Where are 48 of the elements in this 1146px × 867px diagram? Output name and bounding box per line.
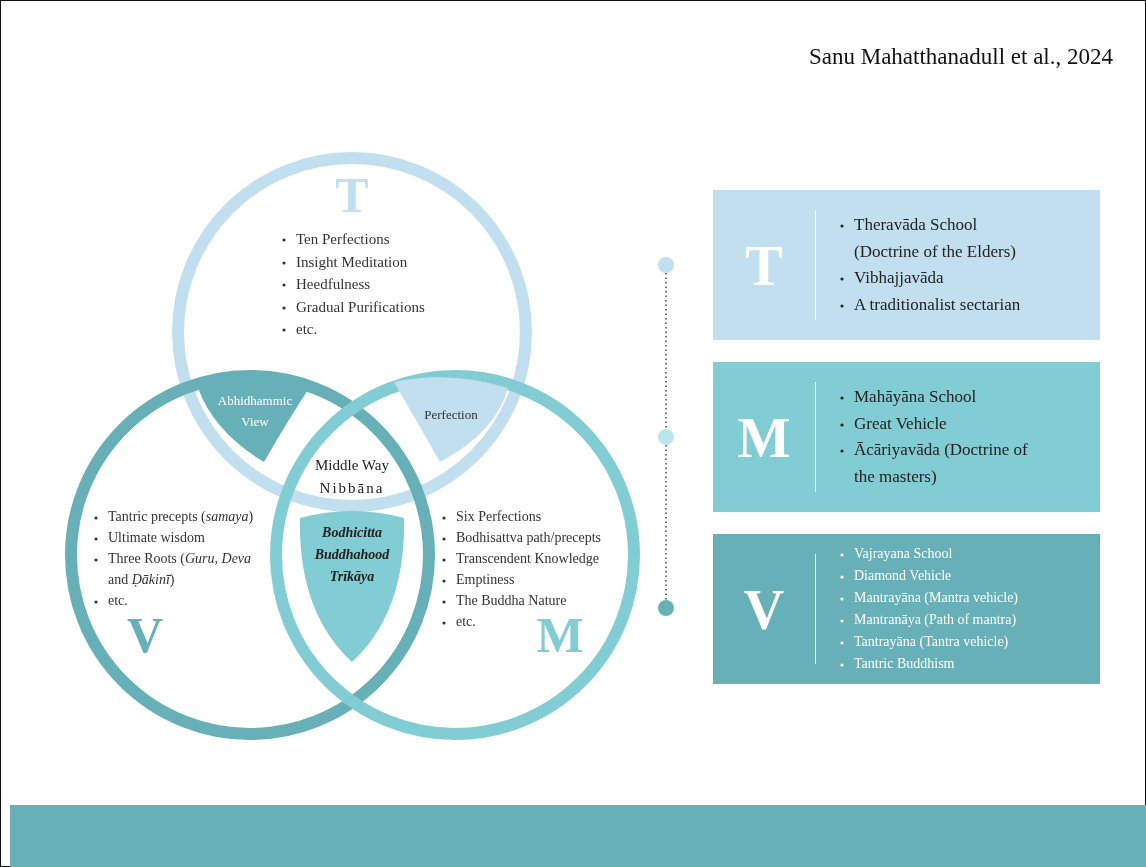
citation-text: Sanu Mahatthanadull et al., 2024	[808, 44, 1113, 70]
center-label: Nibbāna	[318, 480, 386, 497]
list-item-text: Vajrayana School	[854, 546, 953, 561]
list-item-text: Ten Perfections	[296, 231, 390, 247]
list-item-text: Mantrayāna (Mantra vehicle)	[854, 590, 1019, 605]
list-item-text: etc.	[108, 593, 128, 608]
school-card	[713, 362, 1100, 512]
list-item-text: Theravāda School (Doctrine of the Elders)	[854, 215, 1016, 261]
list-item-text: The Buddha Nature	[456, 593, 567, 608]
list-item-text: Tantrayāna (Tantra vehicle)	[854, 634, 1009, 649]
center-label: Middle Way	[314, 457, 390, 474]
list-item-text: Gradual Purifications	[296, 298, 425, 315]
venn-circle	[172, 152, 532, 512]
list-item-text: Six Perfections	[456, 509, 542, 524]
list-item-text: Mahāyāna School	[854, 387, 977, 406]
list-item-text: Insight Meditation	[296, 253, 408, 270]
card-letter: M	[736, 410, 792, 466]
timeline-dot	[658, 257, 674, 273]
list-item-text: Tantric precepts (samaya)	[108, 509, 254, 524]
list-item-text: Heedfulness	[296, 276, 371, 292]
list-item-text: etc.	[456, 614, 476, 629]
dotted-connector	[665, 272, 667, 430]
card-letter: T	[744, 238, 784, 294]
list-item-text: etc.	[296, 321, 318, 337]
list-item-text: Great Vehicle	[854, 413, 947, 433]
list-item-text: Bodhisattva path/precepts	[456, 530, 602, 545]
region-label: Perfection	[423, 406, 479, 424]
dotted-connector	[665, 444, 667, 601]
timeline-dot	[658, 429, 674, 445]
card-letter: V	[742, 582, 786, 638]
list-item-text: Transcendent Knowledge	[456, 551, 599, 566]
timeline-dot	[658, 600, 674, 616]
list-item-text: A traditionalist sectarian	[854, 294, 1021, 314]
region-label: Abhidhammic View	[216, 392, 294, 431]
list-item-text: Diamond Vehicle	[854, 568, 952, 583]
circle-letter: M	[535, 610, 585, 660]
list-item-text: Tantric Buddhism	[854, 656, 955, 671]
list-item-text: Three Roots (Guru, Deva and Ḍākinī)	[108, 551, 252, 587]
school-card	[713, 534, 1100, 684]
circle-letter: V	[125, 610, 165, 660]
circle-letter: T	[334, 170, 370, 220]
list-item-text: Emptiness	[456, 572, 515, 587]
region-label: Bodhicitta Buddhahood Trīkāya	[313, 524, 391, 586]
school-card	[713, 190, 1100, 340]
list-item-text: Ācāriyavāda (Doctrine of the masters)	[854, 440, 1028, 486]
list-item-text: Vibhajjavāda	[854, 268, 944, 287]
list-item-text: Mantranāya (Path of mantra)	[854, 612, 1017, 627]
list-item-text: Ultimate wisdom	[108, 530, 205, 545]
